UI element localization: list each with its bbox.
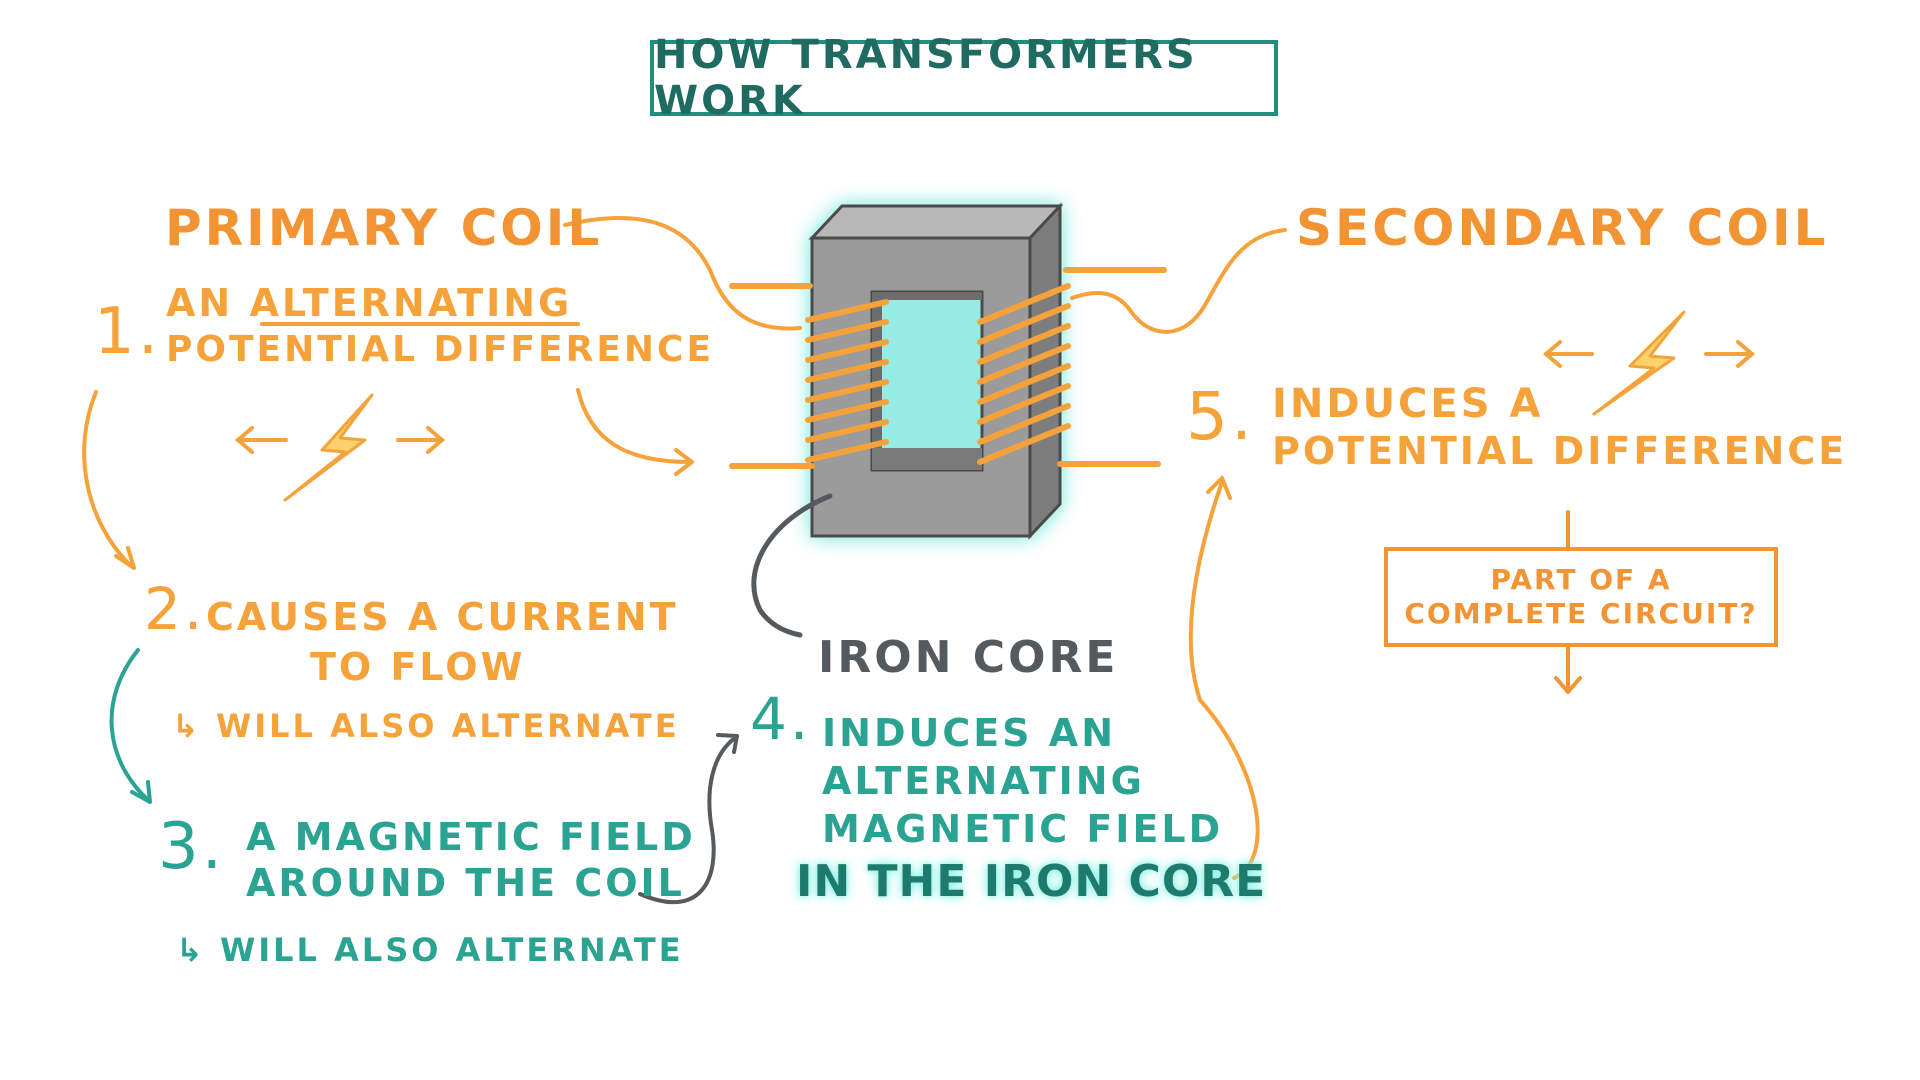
step2-note: ↳ Will also alternate <box>172 707 680 745</box>
title-box: How transformers work <box>650 32 1278 124</box>
right-alternating-symbol <box>1542 310 1756 416</box>
secondary-coil-label: Secondary coil <box>1296 199 1829 257</box>
step2-line1: Causes a current <box>206 595 679 639</box>
step4-line2: alternating <box>822 759 1145 803</box>
page-title: How transformers work <box>654 32 1198 124</box>
arrow-step2-to-step3 <box>109 648 150 802</box>
iron-core-label: Iron core <box>818 632 1119 683</box>
arrow-step1-to-step2 <box>82 390 132 567</box>
arrow-step3-to-step4 <box>638 736 737 905</box>
step4-line3: magnetic field <box>822 807 1224 851</box>
lightning-bolt-icon <box>1592 310 1686 416</box>
step3-number: 3. <box>158 810 226 884</box>
arrow-step4-to-step5 <box>1188 480 1260 880</box>
secondary-coil-windings <box>977 267 1167 467</box>
double-arrow-icon <box>234 426 446 454</box>
iron-core-pointer <box>751 493 833 638</box>
step1-line1: An alternating <box>166 281 573 325</box>
primary-coil-label: Primary coil <box>165 199 603 257</box>
step1-line2: potential difference <box>166 329 715 370</box>
step2-line2: to flow <box>310 645 526 689</box>
step3-line1: A magnetic field <box>246 815 696 859</box>
question-line2: complete circuit? <box>1404 597 1758 630</box>
double-arrow-icon <box>1542 340 1756 368</box>
step4-line1: Induces an <box>822 711 1116 755</box>
step4-number: 4. <box>750 685 812 753</box>
primary-coil-pointer <box>563 216 802 331</box>
question-line1: Part of a <box>1490 563 1672 596</box>
step5-number: 5. <box>1186 378 1255 455</box>
step3-note: ↳ Will also alternate <box>176 931 684 969</box>
step3-line2: around the coil <box>246 861 685 905</box>
primary-coil-windings <box>729 283 889 469</box>
secondary-coil-pointer <box>1070 228 1287 334</box>
iron-core-illustration <box>808 202 1064 540</box>
left-alternating-symbol <box>234 393 446 502</box>
lightning-bolt-icon <box>283 393 374 502</box>
step1-number: 1. <box>94 295 162 369</box>
step2-number: 2. <box>144 575 206 643</box>
step5-line1: Induces a <box>1272 381 1544 427</box>
step5-line2: potential difference <box>1272 429 1848 473</box>
step4-emphasis: In the iron core <box>796 856 1267 907</box>
question-box: Part of a complete circuit? <box>1384 547 1778 647</box>
arrow-step1-to-core <box>576 388 692 464</box>
